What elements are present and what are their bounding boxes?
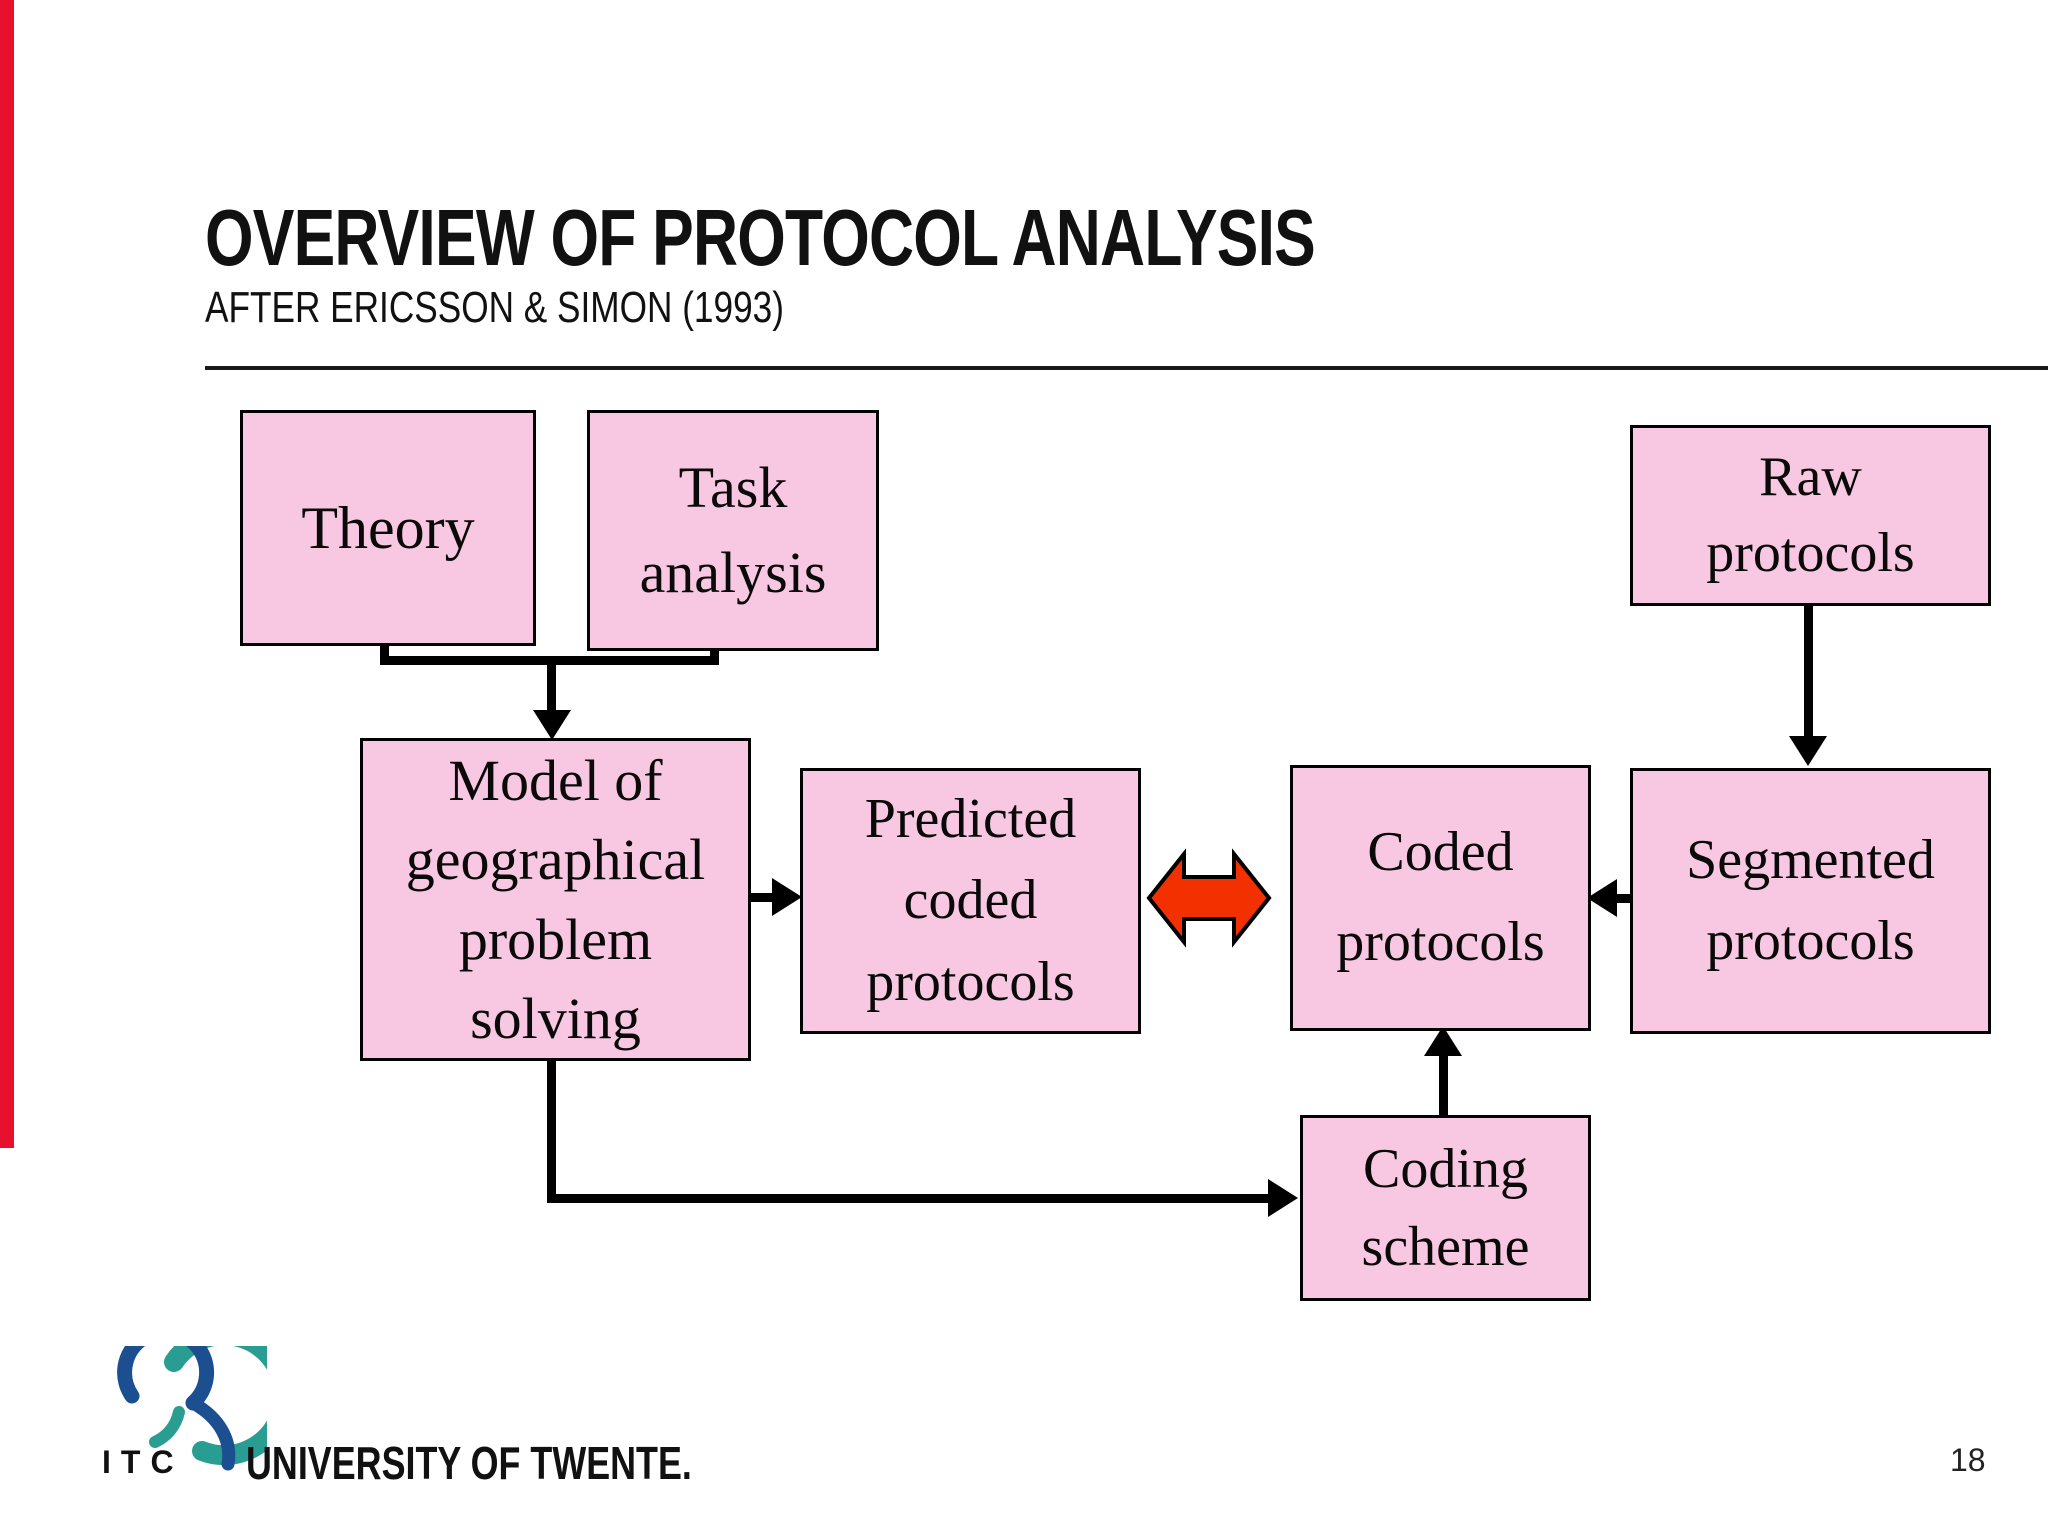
node-segmented-protocols-label: Segmented protocols (1686, 828, 1935, 972)
node-model: Model of geographical problem solving (360, 738, 751, 1061)
edge-raw-segmented (1804, 600, 1813, 738)
node-task-analysis: Task analysis (587, 410, 879, 651)
node-task-analysis-label: Task analysis (639, 455, 827, 605)
node-raw-protocols-label: Raw protocols (1706, 445, 1915, 584)
organization-name: UNIVERSITY OF TWENTE. (246, 1437, 692, 1489)
node-segmented-protocols: Segmented protocols (1630, 768, 1991, 1034)
node-model-label: Model of geographical problem solving (405, 747, 706, 1051)
red-double-arrow-shape (1146, 848, 1272, 948)
page-number: 18 (1950, 1442, 1986, 1478)
node-theory: Theory (240, 410, 536, 646)
node-raw-protocols: Raw protocols (1630, 425, 1991, 606)
edge-model-coding-horizontal (547, 1194, 1272, 1203)
node-coded-protocols: Coded protocols (1290, 765, 1591, 1031)
arrowhead-into-coded-right-icon (1587, 879, 1617, 917)
node-predicted-coded-protocols-label: Predicted coded protocols (864, 788, 1077, 1013)
node-coding-scheme: Coding scheme (1300, 1115, 1591, 1301)
node-coded-protocols-label: Coded protocols (1336, 821, 1545, 973)
left-accent-bar (0, 0, 14, 1148)
arrowhead-into-coding-icon (1268, 1179, 1298, 1217)
edge-coding-coded (1439, 1052, 1448, 1116)
edge-merge-vertical (547, 656, 556, 714)
arrowhead-into-segmented-icon (1789, 736, 1827, 766)
edge-theory-leg (380, 640, 389, 664)
node-theory-label: Theory (301, 494, 475, 561)
red-double-arrow-icon (1146, 848, 1272, 948)
header-divider (205, 366, 2048, 370)
arrowhead-into-model-icon (533, 710, 571, 740)
edge-model-coding-vertical (547, 1055, 556, 1203)
node-coding-scheme-label: Coding scheme (1361, 1137, 1530, 1278)
node-predicted-coded-protocols: Predicted coded protocols (800, 768, 1141, 1034)
arrowhead-into-coded-bottom-icon (1424, 1026, 1462, 1056)
edge-task-leg (710, 645, 719, 664)
edge-model-predicted (745, 893, 779, 902)
edge-segmented-coded (1612, 894, 1632, 903)
page-subtitle: AFTER ERICSSON & SIMON (1993) (205, 283, 784, 332)
itc-logo-text: ITC (102, 1444, 184, 1480)
itc-logo-icon (117, 1346, 267, 1471)
page-title: OVERVIEW OF PROTOCOL ANALYSIS (205, 193, 1316, 282)
arrowhead-into-predicted-icon (772, 878, 802, 916)
